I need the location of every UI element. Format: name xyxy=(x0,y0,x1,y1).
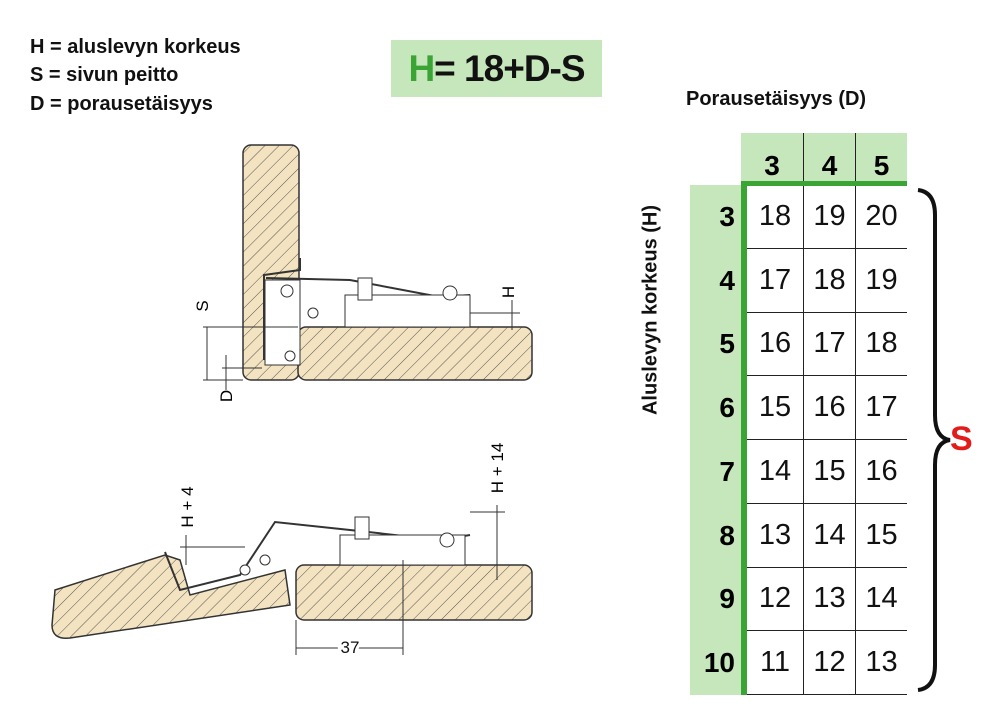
table-cell: 18 xyxy=(855,312,907,377)
table-title: Porausetäisyys (D) xyxy=(686,88,867,110)
table-cell: 16 xyxy=(855,440,907,504)
table-cell: 14 xyxy=(747,440,803,504)
label-d: D xyxy=(217,390,236,402)
table-cell: 16 xyxy=(803,376,855,440)
table-cell: 18 xyxy=(803,248,855,313)
door-panel xyxy=(297,326,533,381)
table-cell: 14 xyxy=(803,503,855,568)
row-header: 10 xyxy=(690,631,747,695)
brace-label-s: S xyxy=(950,420,973,458)
table-cell: 13 xyxy=(747,504,803,568)
table-cell: 15 xyxy=(855,503,907,568)
row-header: 6 xyxy=(690,376,747,440)
tilted-door-panel xyxy=(51,554,291,639)
table-cell: 17 xyxy=(803,312,855,377)
row-axis-label: Aluslevyn korkeus (H) xyxy=(639,204,662,416)
column-header: 4 xyxy=(803,133,855,185)
label-h: H xyxy=(499,286,518,298)
legend-s: S = sivun peitto xyxy=(30,64,179,86)
table-cell: 19 xyxy=(803,185,855,249)
row-header: 7 xyxy=(690,440,747,504)
column-header: 3 xyxy=(741,133,803,185)
row-header: 3 xyxy=(690,185,747,249)
table-cell: 20 xyxy=(855,185,907,249)
table-cell: 12 xyxy=(803,631,855,695)
brace xyxy=(917,188,951,692)
legend-h: H = aluslevyn korkeus xyxy=(30,36,241,58)
table-cell: 19 xyxy=(855,248,907,313)
green-header-rule xyxy=(741,181,907,186)
row-header: 4 xyxy=(690,248,747,313)
table-cell: 13 xyxy=(803,567,855,632)
legend-d: D = porausetäisyys xyxy=(30,93,213,115)
label-h4: H + 4 xyxy=(178,486,197,527)
table-cell: 12 xyxy=(747,568,803,632)
label-s: S xyxy=(193,300,212,311)
open-hinge-drawing: 37 H + 4 H + 14 xyxy=(51,443,533,660)
closed-hinge-drawing: S D H xyxy=(193,144,533,402)
table-cell: 17 xyxy=(747,249,803,313)
table-cell: 13 xyxy=(855,631,907,695)
table-cell: 15 xyxy=(803,440,855,504)
column-header: 5 xyxy=(855,133,907,185)
formula-rest: = 18+D-S xyxy=(434,48,585,89)
table-cell: 11 xyxy=(747,631,803,695)
row-header: 5 xyxy=(690,312,747,377)
table-cell: 16 xyxy=(747,313,803,377)
row-header: 9 xyxy=(690,567,747,632)
table-cell: 14 xyxy=(855,567,907,632)
label-37: 37 xyxy=(341,638,360,657)
table-cell: 17 xyxy=(855,376,907,440)
formula-box: H= 18+D-S xyxy=(391,40,602,97)
green-row-rule xyxy=(741,181,747,695)
table-cell: 15 xyxy=(747,376,803,440)
row-header: 8 xyxy=(690,503,747,568)
label-h14: H + 14 xyxy=(488,443,507,494)
table-cell: 18 xyxy=(747,185,803,249)
formula-h: H xyxy=(408,48,435,89)
